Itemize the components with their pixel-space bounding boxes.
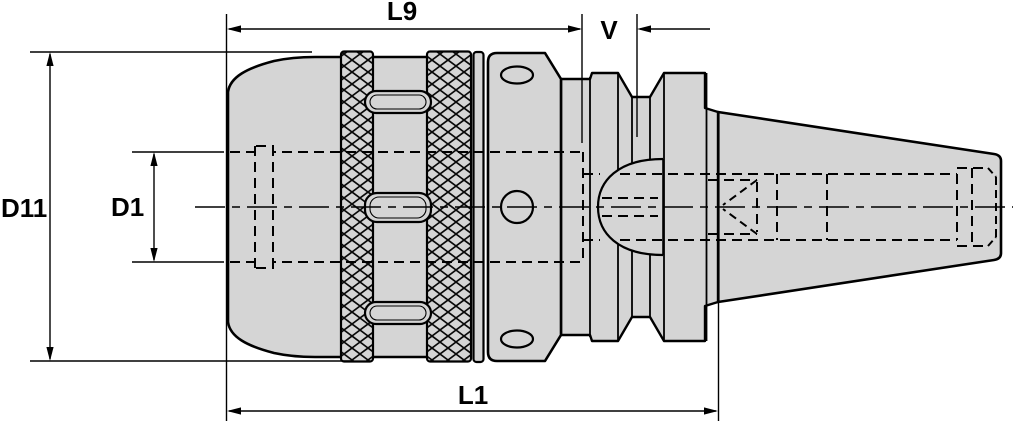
flange-hole-bottom <box>499 329 535 349</box>
dim-d11 <box>30 51 350 362</box>
arrow-left <box>227 407 241 415</box>
arrow-up <box>46 52 54 66</box>
dim-l9 <box>225 14 583 421</box>
dim-l9-label: L9 <box>387 0 417 26</box>
dim-d11-label: D11 <box>1 193 47 223</box>
flange-hole-top <box>499 65 535 85</box>
dim-v <box>636 14 710 137</box>
arrow-right <box>568 25 582 33</box>
dim-d1-label: D1 <box>111 192 144 222</box>
chuck-adjustment-slots <box>363 89 433 326</box>
arrow-up <box>150 152 158 166</box>
arrow-down <box>150 248 158 262</box>
dim-d1 <box>132 151 224 263</box>
dim-l1 <box>227 300 720 421</box>
arrow-down <box>46 347 54 361</box>
dim-v-label: V <box>600 15 618 45</box>
arrow-left <box>227 25 241 33</box>
dim-l1-label: L1 <box>458 380 488 410</box>
arrow-left <box>637 25 651 33</box>
arrow-right <box>704 407 718 415</box>
